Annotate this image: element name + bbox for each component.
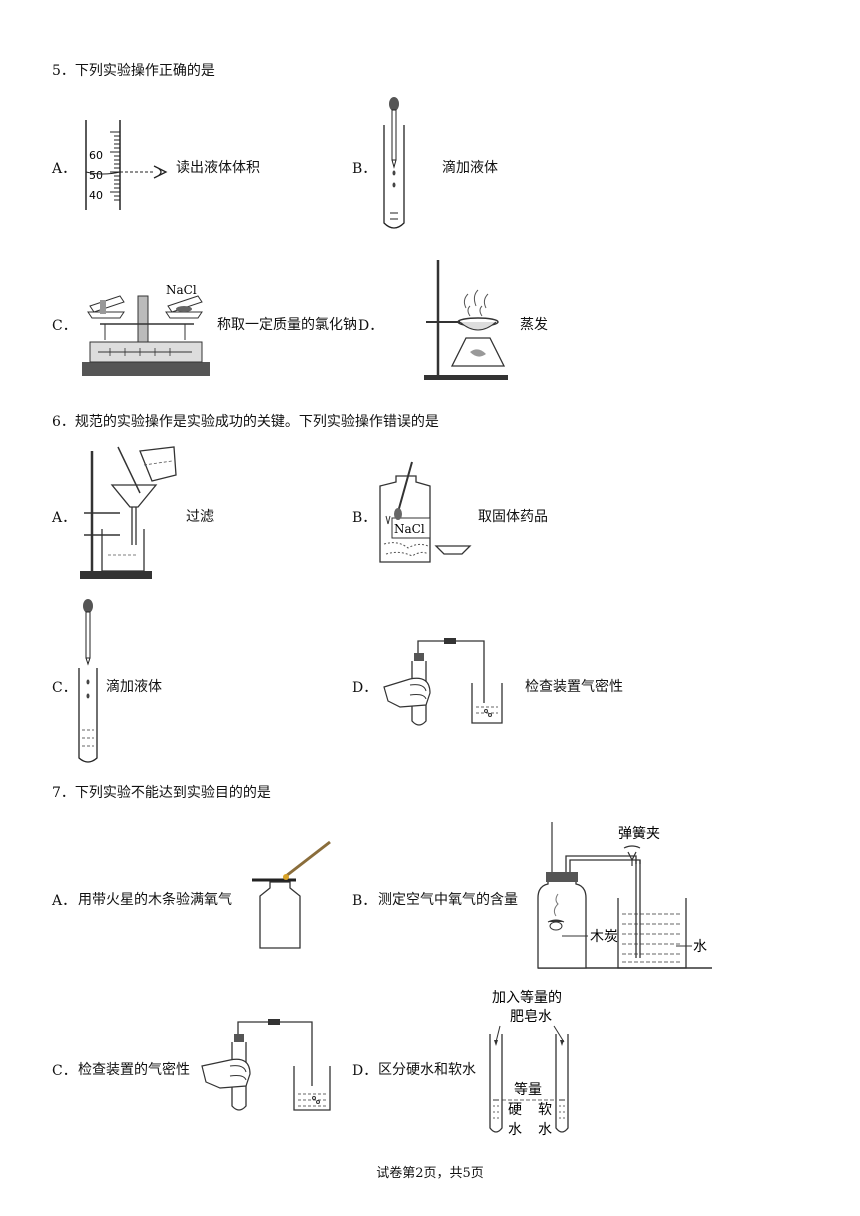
dropper-into-tube-figure <box>383 97 405 229</box>
evaporation-setup-figure <box>424 260 508 380</box>
eye-icon <box>153 165 168 179</box>
q7-option-a-letter[interactable]: A． <box>52 893 77 909</box>
q7-option-d-caption: 区分硬水和软水 <box>378 1062 476 1078</box>
q5-option-a-letter[interactable]: A． <box>52 161 77 177</box>
q5-option-b-caption: 滴加液体 <box>442 160 498 176</box>
hard-soft-water-tubes-figure: 加入等量的 肥皂水 等量 硬 水 软 水 <box>489 989 569 1138</box>
q6-option-a-caption: 过滤 <box>186 509 214 525</box>
charcoal-label: 木炭 <box>590 929 618 945</box>
q6-option-b-caption: 取固体药品 <box>478 509 548 525</box>
airtightness-check-figure-7c <box>201 1019 331 1111</box>
spring-clip-label: 弹簧夹 <box>618 826 660 842</box>
q7-option-b-caption: 测定空气中氧气的含量 <box>378 892 518 908</box>
bottle-nacl-label: NaCl <box>394 522 425 536</box>
tick-label-60: 60 <box>89 149 103 162</box>
q5-option-a-caption: 读出液体体积 <box>176 160 260 176</box>
q6-option-a-letter[interactable]: A． <box>52 510 77 526</box>
q7-option-c-caption: 检查装置的气密性 <box>78 1062 190 1078</box>
hard-water-label-2: 水 <box>508 1122 522 1138</box>
soft-water-label-1: 软 <box>538 1102 552 1118</box>
soap-water-label-line2: 肥皂水 <box>510 1009 552 1025</box>
spring-clip-icon <box>623 845 641 866</box>
q7-option-a-caption: 用带火星的木条验满氧气 <box>78 892 232 908</box>
q5-option-d-caption: 蒸发 <box>520 317 548 333</box>
dropper-into-tube-inserted-figure <box>78 599 98 763</box>
reagent-bottle-spoon-figure: NaCl <box>379 461 472 563</box>
soft-water-label-2: 水 <box>538 1122 552 1138</box>
filtration-setup-figure <box>80 446 177 579</box>
balance-weighing-figure: NaCl <box>82 283 210 376</box>
q6-option-c-caption: 滴加液体 <box>106 679 162 695</box>
q7-option-d-letter[interactable]: D． <box>352 1063 378 1079</box>
airtightness-check-figure-6d <box>383 638 503 726</box>
hand-icon <box>383 677 431 708</box>
oxygen-content-apparatus-figure: 弹簧夹 木炭 水 <box>537 822 712 969</box>
graduated-cylinder-reading-figure: 60 50 40 <box>85 120 168 210</box>
q5-option-b-letter[interactable]: B． <box>352 161 377 177</box>
q7-option-c-letter[interactable]: C． <box>52 1063 77 1079</box>
q7-option-b-letter[interactable]: B． <box>352 893 377 909</box>
water-label-7b: 水 <box>693 939 707 955</box>
q6-option-b-letter[interactable]: B． <box>352 510 377 526</box>
q5-option-c-caption: 称取一定质量的氯化钠 <box>217 317 357 333</box>
dropper-bulb-icon <box>83 599 93 613</box>
page-footer: 试卷第2页，共5页 <box>376 1166 484 1181</box>
tick-label-40: 40 <box>89 189 103 202</box>
oxygen-splint-test-figure <box>252 840 331 949</box>
hand-icon <box>201 1058 251 1089</box>
question-7-stem: 7．下列实验不能达到实验目的的是 <box>52 785 271 801</box>
dropper-bulb-icon <box>389 97 399 111</box>
question-6-stem: 6．规范的实验操作是实验成功的关键。下列实验操作错误的是 <box>52 414 439 430</box>
q5-option-c-letter[interactable]: C． <box>52 318 77 334</box>
q5-option-d-letter[interactable]: D． <box>358 318 384 334</box>
question-5-stem: 5．下列实验操作正确的是 <box>52 63 215 79</box>
tick-label-50: 50 <box>89 169 103 182</box>
equal-amount-label: 等量 <box>514 1081 542 1098</box>
glowing-ember-icon <box>283 874 289 880</box>
soap-water-label-line1: 加入等量的 <box>492 989 562 1006</box>
q6-option-d-caption: 检查装置气密性 <box>525 679 623 695</box>
q6-option-c-letter[interactable]: C． <box>52 680 77 696</box>
balance-nacl-label: NaCl <box>166 283 197 297</box>
q6-option-d-letter[interactable]: D． <box>352 680 378 696</box>
hard-water-label-1: 硬 <box>508 1102 522 1118</box>
